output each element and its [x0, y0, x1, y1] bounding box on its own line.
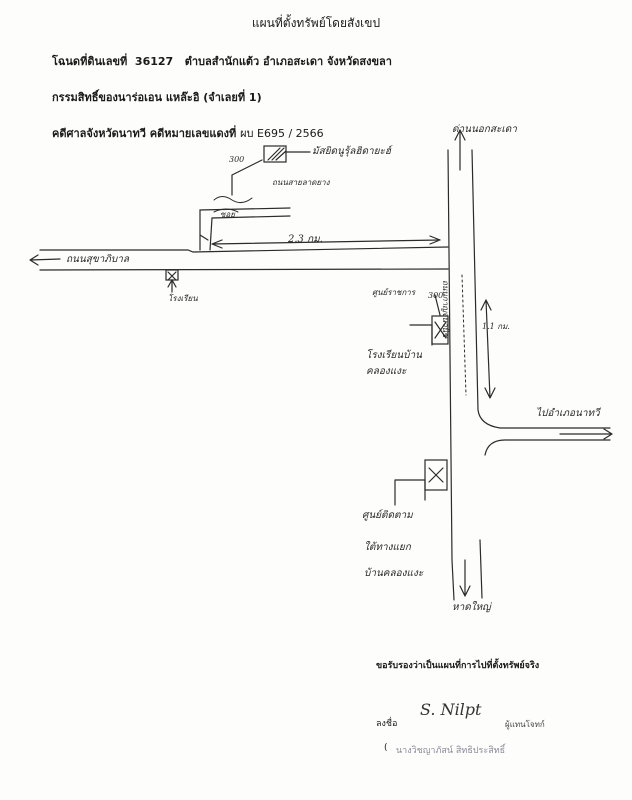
deed-line: โฉนดที่ดินเลขที่ 36127 ตำบลสำนักแต้ว อำเ…	[52, 52, 392, 70]
vertical-distance-arrow	[480, 299, 496, 399]
road-vertical-right-lower-edge	[479, 439, 611, 599]
property-box-left-marker	[165, 269, 179, 281]
label-left-road: ถนนสุขาภิบาล	[66, 254, 129, 265]
label-small: ซอย	[220, 210, 235, 219]
owner-line: กรรมสิทธิ์ของนาร่อเอน แหล๊ะอิ (จำเลยที่ …	[52, 91, 262, 104]
label-lower-2: ใต้ทางแยก	[364, 542, 411, 553]
south-arrow-icon	[459, 559, 471, 597]
label-mid: ศูนย์ราชการ	[372, 288, 416, 297]
name-open-paren: (	[384, 743, 388, 753]
deed-location: ตำบลสำนักแต้ว อำเภอสะเดา จังหวัดสงขลา	[184, 55, 392, 68]
property-box-lower	[424, 459, 448, 491]
sign-prefix: ลงชื่อ	[376, 719, 398, 729]
label-horizontal-distance: 2.3 กม.	[288, 234, 323, 245]
property-box-right	[431, 315, 449, 345]
deed-label: โฉนดที่ดินเลขที่	[52, 55, 128, 68]
label-right-distance: 300	[428, 291, 444, 300]
label-vertical-distance: 1.1 กม.	[482, 322, 510, 331]
label-lower-3: บ้านคลองแงะ	[364, 568, 424, 579]
east-arrow-icon	[559, 428, 613, 440]
label-top-right-road: ด่านนอกสะเดา	[452, 124, 517, 135]
label-right-road-side: ถนนกาญจนวนิช	[441, 280, 450, 338]
road-horizontal-bottom-edge	[39, 268, 449, 271]
signature: S. Nilpt	[420, 700, 482, 719]
label-top-road-name: ถนนสายลาดยาง	[272, 178, 330, 187]
property-box-top	[263, 145, 287, 163]
certification-text: ขอรับรองว่าเป็นแผนที่การไปที่ตั้งทรัพย์จ…	[376, 661, 540, 671]
signer-role: ผู้แทนโจทก์	[505, 720, 545, 729]
document-title: แผนที่ตั้งทรัพย์โดยสังเขป	[251, 16, 381, 30]
west-arrow-icon	[29, 254, 61, 266]
label-lower-left-marker: โรงเรียน	[168, 294, 198, 303]
deed-number: 36127	[134, 55, 174, 68]
signer-stamp-name: นางวิชญาภัสน์ สิทธิประสิทธิ์	[396, 746, 506, 756]
label-top-landmark: มัสยิดนูรุ้ลฮิดายะฮ์	[312, 146, 391, 157]
label-lower-1: ศูนย์ติดตาม	[362, 510, 413, 521]
label-top-distance: 300	[229, 155, 245, 164]
side-road-top	[199, 207, 291, 251]
case-label: คดีศาลจังหวัดนาทวี คดีหมายเลขแดงที่	[52, 127, 237, 140]
road-horizontal-top-edge	[39, 246, 449, 253]
north-arrow-icon	[454, 129, 466, 171]
road-vertical-right-edge	[471, 149, 611, 429]
label-bottom-road: หาดใหญ่	[452, 602, 491, 613]
case-line: คดีศาลจังหวัดนาทวี คดีหมายเลขแดงที่ ผบ E…	[52, 124, 324, 142]
horizontal-distance-arrow	[211, 235, 441, 249]
case-number: ผบ E695 / 2566	[240, 127, 324, 140]
road-vertical-left-edge	[447, 149, 455, 601]
label-school: โรงเรียนบ้านคลองแงะ	[366, 350, 422, 377]
label-right-branch: ไปอำเภอนาทวี	[536, 408, 600, 419]
